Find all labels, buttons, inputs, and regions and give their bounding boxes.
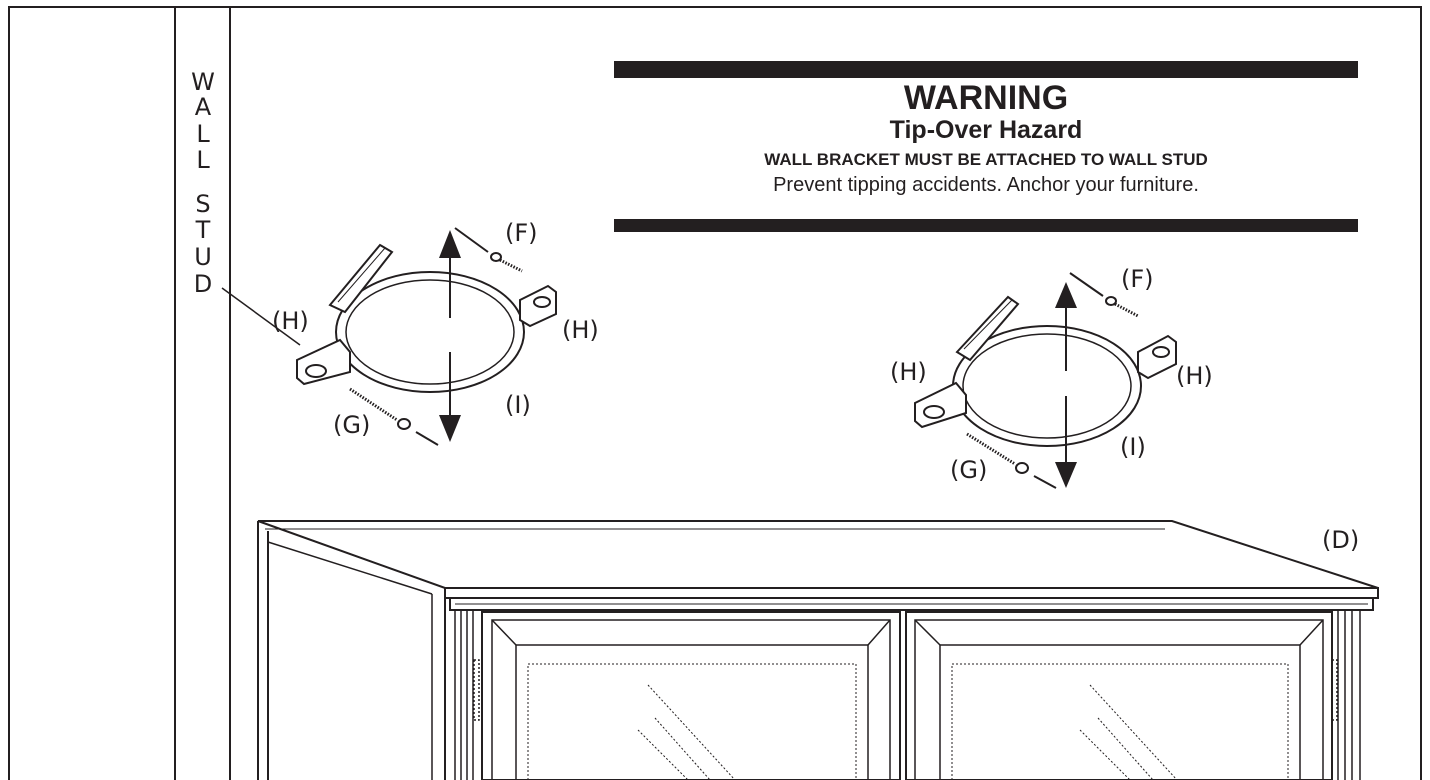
screw-g-right — [966, 432, 1057, 489]
callout-g-left: (G) — [333, 411, 371, 439]
warning-subtitle: Tip-Over Hazard — [889, 116, 1083, 144]
screw-f-right — [1069, 272, 1139, 318]
cabinet-door-left — [481, 611, 901, 780]
callout-h-right-outer: (H) — [890, 358, 927, 386]
wall-stud-letter: A — [194, 93, 212, 121]
wall-stud-letter: S — [195, 190, 211, 218]
wall-stud-letter: L — [196, 120, 210, 148]
callout-i-left: (I) — [505, 391, 531, 419]
wall-stud-letter: W — [191, 68, 215, 96]
bracket-strap-left — [328, 243, 525, 393]
bracket-h-left-outer — [296, 338, 351, 386]
callout-g-right: (G) — [950, 456, 988, 484]
cabinet-face — [454, 610, 1361, 780]
screw-g-left — [349, 387, 439, 446]
screw-f-left — [454, 227, 523, 273]
cabinet-top — [257, 520, 1379, 780]
wall-stud-letter: L — [196, 146, 210, 174]
warning-title: WARNING — [903, 79, 1069, 117]
arrow-down-left — [439, 352, 461, 442]
callout-i-right: (I) — [1120, 433, 1146, 461]
wall-stud-leader — [221, 287, 301, 346]
bracket-h-right-inner — [1137, 334, 1177, 380]
arrow-up-left — [439, 230, 461, 318]
callout-h-left-outer: (H) — [272, 307, 309, 335]
bracket-h-left-inner — [519, 284, 557, 328]
bracket-h-right-outer — [914, 381, 967, 429]
callout-f-right: (F) — [1121, 265, 1154, 293]
cabinet-door-right — [905, 611, 1333, 780]
callout-h-left-inner: (H) — [562, 316, 599, 344]
page-frame — [8, 6, 1422, 780]
callout-h-right-inner: (H) — [1176, 362, 1213, 390]
wall-stud-letter: U — [194, 243, 212, 271]
warning-rule: WALL BRACKET MUST BE ATTACHED TO WALL ST… — [764, 150, 1208, 169]
warning-box: WARNING Tip-Over Hazard WALL BRACKET MUS… — [614, 61, 1358, 232]
arrow-up-right — [1055, 282, 1077, 371]
arrow-down-right — [1055, 396, 1077, 488]
bracket-strap-right — [952, 295, 1142, 447]
warning-panel: WARNING Tip-Over Hazard WALL BRACKET MUS… — [614, 78, 1358, 219]
callout-f-left: (F) — [505, 219, 538, 247]
warning-message: Prevent tipping accidents. Anchor your f… — [773, 174, 1199, 196]
wall-stud-letter: T — [195, 216, 211, 244]
callout-d-cabinet: (D) — [1322, 526, 1360, 554]
wall-stud-letter: D — [193, 270, 213, 298]
